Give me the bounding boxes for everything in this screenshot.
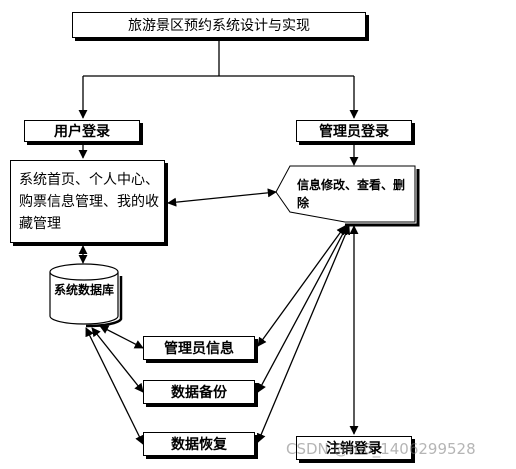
arrow-features-ops <box>167 188 277 207</box>
arrow-db-admin-info <box>99 325 144 349</box>
arrow-ops-restore <box>256 225 351 443</box>
logout-box: 注销登录 <box>296 436 412 460</box>
watermark-text: CSDN @m0_1406299528 <box>286 440 476 458</box>
admin-info-label: 管理员信息 <box>164 341 234 357</box>
admin-login-label: 管理员登录 <box>319 124 389 140</box>
data-restore-box: 数据恢复 <box>143 432 255 456</box>
database-label: 系统数据库 <box>53 283 114 297</box>
admin-info-box: 管理员信息 <box>143 336 255 360</box>
admin-login-box: 管理员登录 <box>296 120 412 142</box>
admin-ops-text: 信息修改、查看、删除 <box>297 178 406 210</box>
arrow-db-backup <box>91 327 144 393</box>
arrow-ops-admin-info <box>257 225 346 347</box>
data-restore-label: 数据恢复 <box>171 437 227 453</box>
logout-label: 注销登录 <box>326 441 382 457</box>
arrow-ops-backup <box>257 225 348 393</box>
user-features-text: 系统首页、个人中心、购票信息管理、我的收藏管理 <box>19 171 159 232</box>
arrow-db-restore <box>85 327 144 445</box>
system-title: 旅游景区预约系统设计与实现 <box>128 18 310 34</box>
user-login-box: 用户登录 <box>24 120 140 142</box>
user-login-label: 用户登录 <box>54 124 110 140</box>
system-title-box: 旅游景区预约系统设计与实现 <box>72 12 366 38</box>
user-features-box: 系统首页、个人中心、购票信息管理、我的收藏管理 <box>10 160 165 243</box>
admin-ops-shadow <box>345 169 420 227</box>
data-backup-label: 数据备份 <box>171 385 227 401</box>
database-cylinder <box>49 263 123 328</box>
data-backup-box: 数据备份 <box>143 380 255 404</box>
admin-ops-box: 信息修改、查看、删除 <box>285 166 415 222</box>
